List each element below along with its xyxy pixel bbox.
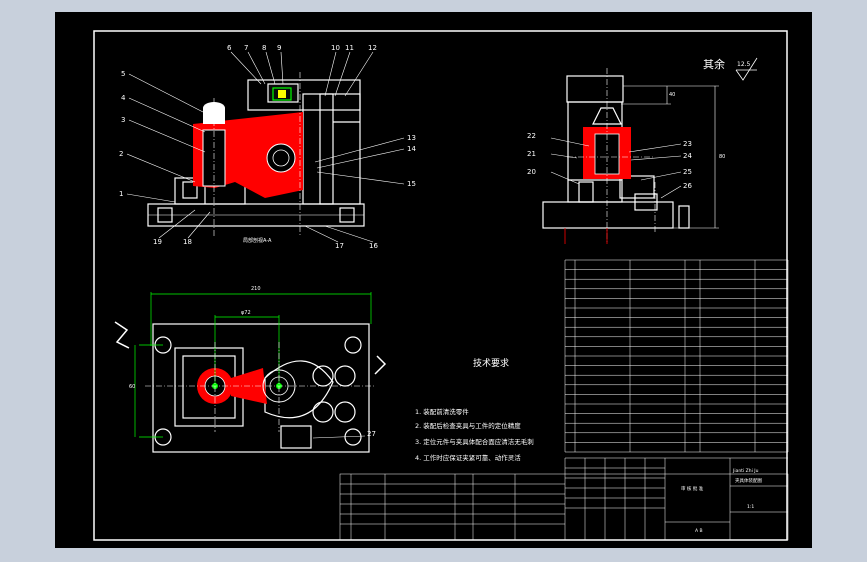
part-number-4: 4	[121, 94, 126, 102]
roughness-value: 12.5	[737, 61, 751, 68]
front-leaders	[126, 51, 405, 243]
dimension-spacing: φ72	[241, 310, 251, 316]
svg-text:A B: A B	[695, 528, 703, 534]
part-number-20: 20	[527, 168, 536, 176]
part-number-26: 26	[683, 182, 692, 190]
part-number-16: 16	[369, 242, 378, 250]
part-number-27: 27	[367, 430, 376, 438]
roughness-symbol	[735, 57, 758, 81]
plan-view	[114, 321, 387, 453]
part-number-24: 24	[683, 152, 692, 160]
front-highlight-part	[193, 102, 303, 198]
plan-centerlines	[145, 342, 375, 432]
side-dimensions	[621, 85, 719, 229]
front-centerlines	[213, 72, 301, 237]
part-number-9: 9	[277, 44, 281, 52]
technical-note-1: 1. 装配前清洗零件	[415, 407, 469, 416]
dimension-left-height: 60	[129, 384, 135, 390]
side-view	[542, 75, 690, 229]
part-number-7: 7	[244, 44, 248, 52]
technical-title: 技术要求	[473, 357, 509, 369]
part-number-12: 12	[368, 44, 377, 52]
plan-leader-27	[312, 435, 366, 439]
side-leaders	[550, 137, 682, 199]
plan-dimensions	[134, 292, 372, 438]
side-red-marks	[564, 228, 608, 244]
technical-note-2: 2. 装配后检查夹具与工件的定位精度	[415, 421, 521, 430]
part-number-6: 6	[227, 44, 232, 52]
front-green-detail	[272, 87, 292, 101]
part-number-11: 11	[345, 44, 354, 52]
part-number-22: 22	[527, 132, 536, 140]
bom-table-grid	[564, 259, 789, 453]
part-number-25: 25	[683, 168, 692, 176]
title-block-grid	[339, 457, 789, 541]
cad-drawing-sheet: 审 核 批 准 Jianti Zhi Ju A B 67891011125432…	[93, 30, 789, 541]
part-number-18: 18	[183, 238, 192, 246]
part-number-15: 15	[407, 180, 416, 188]
svg-text:审 核 批 准: 审 核 批 准	[681, 485, 704, 492]
svg-text:Jianti Zhi Ju: Jianti Zhi Ju	[732, 468, 759, 474]
part-number-8: 8	[262, 44, 266, 52]
part-number-3: 3	[121, 116, 125, 124]
title-block-stamp: 审 核 批 准 Jianti Zhi Ju A B	[681, 468, 759, 534]
surface-remark: 其余	[703, 57, 725, 71]
dimension-overall-width: 210	[251, 286, 261, 292]
part-number-5: 5	[121, 70, 125, 78]
part-number-1: 1	[119, 190, 123, 198]
part-number-14: 14	[407, 145, 416, 153]
outer-frame	[93, 30, 788, 541]
title-block-scale: 1:1	[747, 504, 754, 510]
side-centerlines	[567, 68, 656, 242]
title-block-name: 夹具体装配图	[735, 477, 762, 484]
part-number-2: 2	[119, 150, 123, 158]
part-number-21: 21	[527, 150, 536, 158]
technical-note-4: 4. 工作时应保证夹紧可靠、动作灵活	[415, 453, 521, 462]
dimension-side-small: 40	[669, 92, 675, 98]
section-caption: 局部剖视A-A	[243, 237, 272, 244]
part-number-13: 13	[407, 134, 416, 142]
part-number-10: 10	[331, 44, 340, 52]
technical-note-3: 3. 定位元件与夹具体配合面应清洁无毛刺	[415, 437, 534, 446]
part-number-17: 17	[335, 242, 344, 250]
dimension-side-height: 80	[719, 154, 725, 160]
part-number-23: 23	[683, 140, 692, 148]
part-number-19: 19	[153, 238, 162, 246]
